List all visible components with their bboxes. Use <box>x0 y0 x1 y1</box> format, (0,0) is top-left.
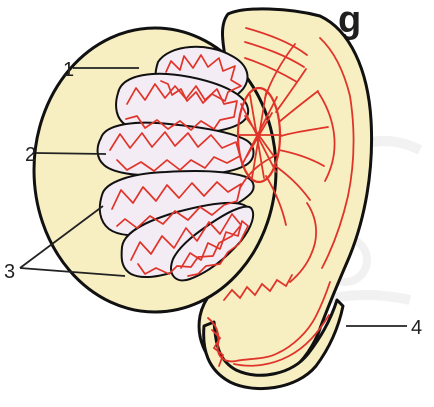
leader-2 <box>36 153 106 154</box>
label-3: 3 <box>4 261 15 283</box>
label-4: 4 <box>411 317 422 339</box>
label-1: 1 <box>63 59 74 81</box>
label-2: 2 <box>25 144 36 166</box>
